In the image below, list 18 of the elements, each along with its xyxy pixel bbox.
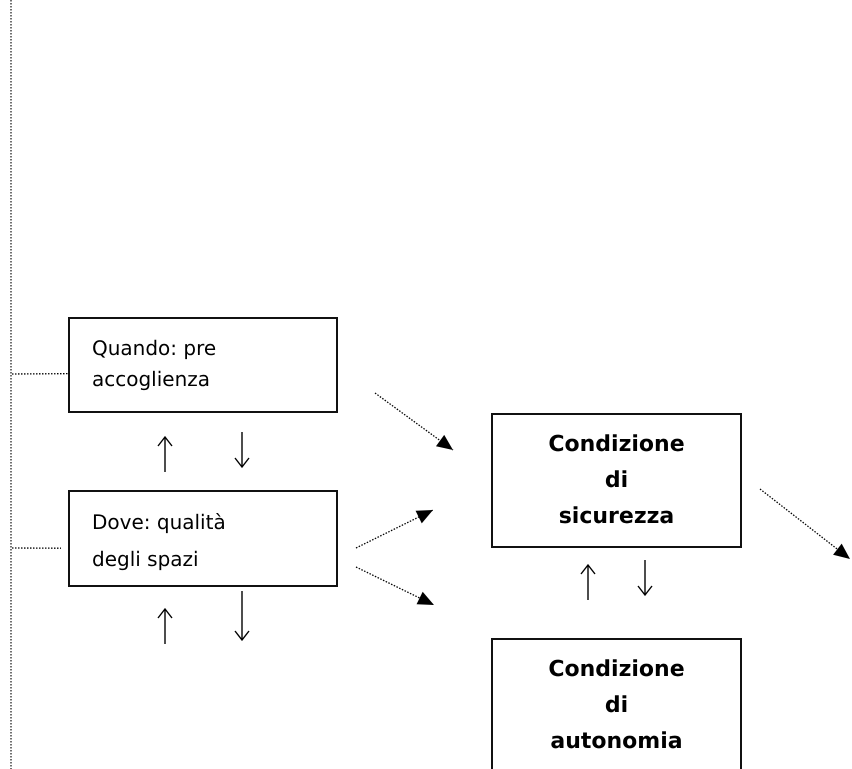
node-text: Quando: pre accoglienza: [92, 335, 218, 393]
arrow: [234, 432, 250, 468]
node-text: Condizione di sicurezza: [548, 431, 685, 531]
arrow: [580, 564, 596, 600]
process-box: [68, 490, 338, 587]
arrow: [356, 509, 434, 549]
arrow: [157, 608, 173, 644]
process-box: [491, 413, 742, 548]
arrow: [157, 436, 173, 472]
process-box: [491, 638, 742, 769]
arrow: [356, 566, 434, 606]
node-text: Dove: qualità degli spazi: [92, 509, 227, 573]
arrow: [637, 560, 653, 596]
node-text: Condizione di autonomia: [548, 656, 685, 756]
arrow: [760, 488, 850, 560]
process-box: [68, 317, 338, 413]
arrow: [234, 591, 250, 641]
arrow: [374, 392, 454, 451]
